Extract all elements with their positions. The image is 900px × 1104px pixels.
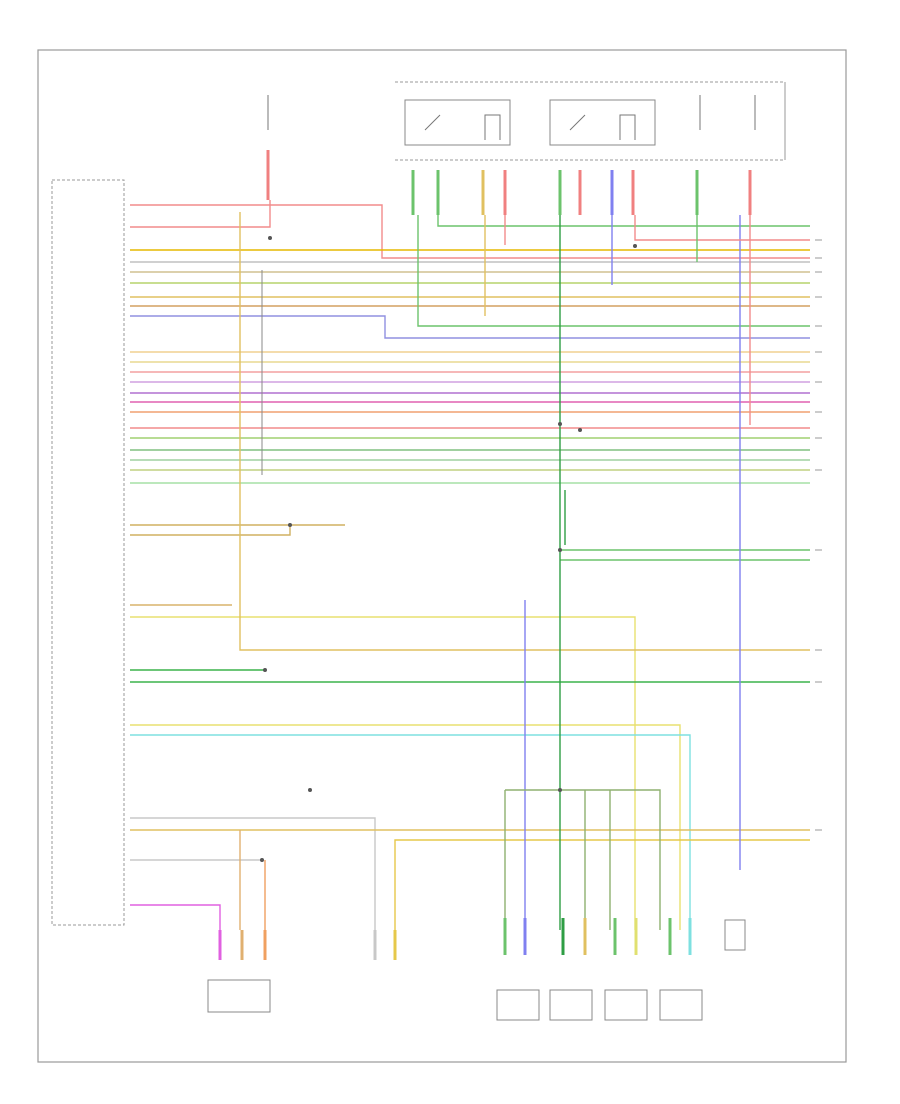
right-terminals <box>815 239 822 831</box>
splice-points <box>260 236 637 862</box>
sensor-map <box>207 979 271 1013</box>
relay-switch-1 <box>424 114 501 140</box>
relay-switch-2 <box>569 114 636 140</box>
relay-box-1 <box>404 99 511 146</box>
injector-3 <box>604 989 648 1021</box>
knock-sensor <box>724 919 746 951</box>
wire-bundle <box>130 200 810 935</box>
vertical-wires <box>484 215 810 930</box>
injector-group <box>207 919 746 1021</box>
injector-2 <box>549 989 593 1021</box>
fuse-icon <box>267 95 756 130</box>
injector-connectors <box>218 918 692 960</box>
injector-4 <box>659 989 703 1021</box>
pcm-module-outline <box>51 179 125 926</box>
top-connectors <box>266 150 752 215</box>
relay-box-2 <box>549 99 656 146</box>
diagram-border <box>37 49 847 1063</box>
injector-1 <box>496 989 540 1021</box>
